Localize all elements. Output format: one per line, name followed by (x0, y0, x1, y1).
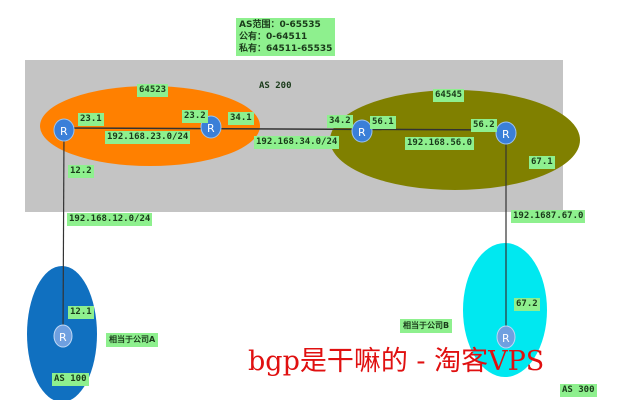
interface-label: 56.1 (370, 116, 396, 129)
as-range-note: AS范围：0-65535 公有：0-64511 私有：64511-65535 (236, 18, 336, 56)
network-label: 192.168.56.0 (405, 137, 475, 150)
interface-label: 34.1 (228, 112, 254, 125)
as100-label: AS 100 (52, 373, 89, 386)
interface-label: 56.2 (471, 119, 497, 132)
interface-label: 12.1 (68, 306, 94, 319)
as300-label: AS 300 (560, 384, 597, 397)
svg-text:R: R (59, 331, 67, 344)
network-label: 192.168.23.0/24 (105, 131, 191, 144)
as-range-line: AS范围：0-65535 (239, 20, 321, 30)
as200-label: AS 200 (259, 81, 292, 91)
interface-label: 67.2 (514, 298, 540, 311)
company-b-label: 相当于公司B (400, 319, 453, 333)
private-range-line: 私有：64511-65535 (239, 44, 333, 54)
as64523-area (40, 86, 260, 166)
network-label: 192.168.12.0/24 (67, 213, 153, 226)
company-a-label: 相当于公司A (106, 333, 159, 347)
router-icon[interactable]: R (496, 325, 516, 349)
svg-text:R: R (358, 126, 366, 139)
router-icon[interactable]: R (53, 118, 75, 142)
router-icon[interactable]: R (495, 121, 517, 145)
link-main (63, 127, 507, 131)
svg-text:R: R (60, 125, 68, 138)
interface-label: 67.1 (529, 156, 555, 169)
interface-label: 23.1 (78, 113, 104, 126)
public-range-line: 公有：0-64511 (239, 32, 308, 42)
as300-area (463, 243, 547, 377)
as64523-label: 64523 (137, 84, 169, 97)
watermark-text: bgp是干嘛的 - 淘客VPS (248, 346, 545, 377)
interface-label: 23.2 (182, 110, 208, 123)
router-icon[interactable]: R (53, 324, 73, 348)
network-label: 192.1687.67.0 (511, 210, 586, 223)
link-12 (62, 129, 65, 336)
svg-text:R: R (502, 128, 510, 141)
network-label: 192.168.34.0/24 (254, 136, 340, 149)
interface-label: 12.2 (68, 165, 94, 178)
svg-text:R: R (502, 332, 510, 345)
svg-text:R: R (207, 122, 215, 135)
router-icon[interactable]: R (351, 119, 373, 143)
as64545-label: 64545 (433, 89, 465, 102)
interface-label: 34.2 (327, 115, 353, 128)
